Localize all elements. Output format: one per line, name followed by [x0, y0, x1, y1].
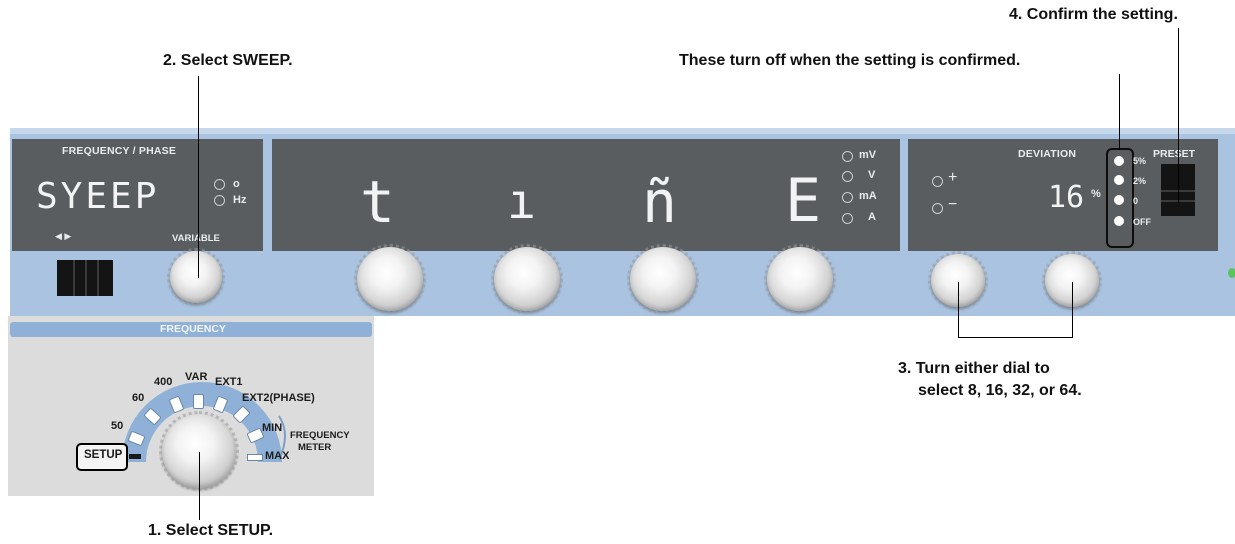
a-led-icon: [842, 213, 853, 224]
callout-turn-dial-line2: select 8, 16, 32, or 64.: [918, 382, 1082, 399]
pos-ext1-label: EXT1: [215, 376, 243, 388]
callout-turn-dial-line1: 3. Turn either dial to: [898, 360, 1050, 377]
plus-label: +: [948, 169, 958, 186]
pos-setup-label: SETUP: [84, 449, 123, 461]
leader-line-dial-right: [1072, 282, 1073, 338]
leader-line-sweep: [198, 76, 199, 278]
main-digit-3: ñ: [642, 168, 677, 236]
frequency-meter-label-line1: FREQUENCY: [290, 430, 350, 441]
level-2pct-led-icon: [1114, 175, 1124, 185]
a-unit-label: A: [868, 211, 876, 223]
v-unit-label: V: [868, 169, 876, 181]
frequency-meter-label-line2: METER: [298, 442, 332, 453]
callout-select-sweep: 2. Select SWEEP.: [163, 52, 293, 69]
pos-60-label: 60: [132, 392, 145, 404]
variable-label: VARIABLE: [172, 233, 220, 244]
hz-unit-label: Hz: [233, 194, 247, 206]
degree-unit-label: o: [233, 178, 240, 190]
level-0-label: 0: [1133, 196, 1139, 206]
status-led-icon: [1228, 268, 1235, 278]
callout-select-setup: 1. Select SETUP.: [148, 522, 274, 539]
main-digit-4: E: [785, 166, 822, 236]
shift-arrows-label: ◀ ▶: [55, 231, 72, 241]
deviation-title: DEVIATION: [1018, 148, 1077, 160]
frequency-phase-title: FREQUENCY / PHASE: [62, 145, 177, 157]
hz-led-icon: [214, 195, 225, 206]
main-digit-1: t: [360, 168, 395, 236]
frequency-phase-readout: SYEEP: [36, 176, 160, 217]
level-0-led-icon: [1114, 195, 1124, 205]
mv-led-icon: [842, 151, 853, 162]
level-off-led-icon: [1114, 216, 1124, 226]
leader-line-setup: [199, 452, 200, 520]
frequency-title-band: [10, 322, 372, 337]
pos-var-label: VAR: [185, 371, 208, 383]
variable-dial[interactable]: [167, 248, 225, 306]
front-panel-top-edge: [10, 128, 1235, 134]
pos-var-led-icon: [193, 394, 204, 409]
leader-line-confirm: [1178, 28, 1179, 203]
plus-led-icon: [932, 176, 943, 187]
pos-400-label: 400: [154, 376, 173, 388]
level-5pct-label: 5%: [1133, 156, 1147, 166]
main-digit-2: ı: [507, 174, 536, 230]
leader-line-bracket: [958, 337, 1073, 338]
mv-unit-label: mV: [859, 149, 877, 161]
pos-min-label: MIN: [262, 422, 283, 434]
main-dial-4[interactable]: [764, 244, 836, 314]
shift-switch[interactable]: [57, 260, 113, 296]
v-led-icon: [842, 171, 853, 182]
pos-max-label: MAX: [265, 450, 290, 462]
minus-label: −: [948, 196, 958, 213]
callout-leds-note: These turn off when the setting is confi…: [679, 52, 1021, 69]
pos-50-label: 50: [111, 420, 124, 432]
leader-line-leds: [1119, 74, 1120, 150]
main-dial-2[interactable]: [491, 244, 563, 314]
main-dial-3[interactable]: [627, 244, 699, 314]
level-5pct-led-icon: [1114, 156, 1124, 166]
leader-line-dial-left: [958, 282, 959, 338]
main-display: [272, 139, 900, 251]
minus-led-icon: [932, 203, 943, 214]
callout-confirm-setting: 4. Confirm the setting.: [1009, 6, 1178, 23]
deviation-value: 16: [1048, 180, 1085, 215]
pos-setup-led-icon: [129, 454, 141, 459]
main-dial-1[interactable]: [354, 244, 426, 314]
deviation-percent-label: %: [1091, 188, 1101, 200]
ma-unit-label: mA: [859, 190, 877, 202]
setup-position-highlight: [76, 443, 128, 471]
preset-label: PRESET: [1153, 148, 1196, 160]
ma-led-icon: [842, 192, 853, 203]
level-leds-highlight: [1106, 148, 1134, 248]
pos-max-led-icon: [247, 454, 263, 461]
frequency-title: FREQUENCY: [160, 323, 226, 335]
level-2pct-label: 2%: [1133, 176, 1147, 186]
degree-led-icon: [214, 179, 225, 190]
pos-ext2-label: EXT2(PHASE): [242, 392, 315, 404]
level-off-label: OFF: [1133, 217, 1151, 227]
